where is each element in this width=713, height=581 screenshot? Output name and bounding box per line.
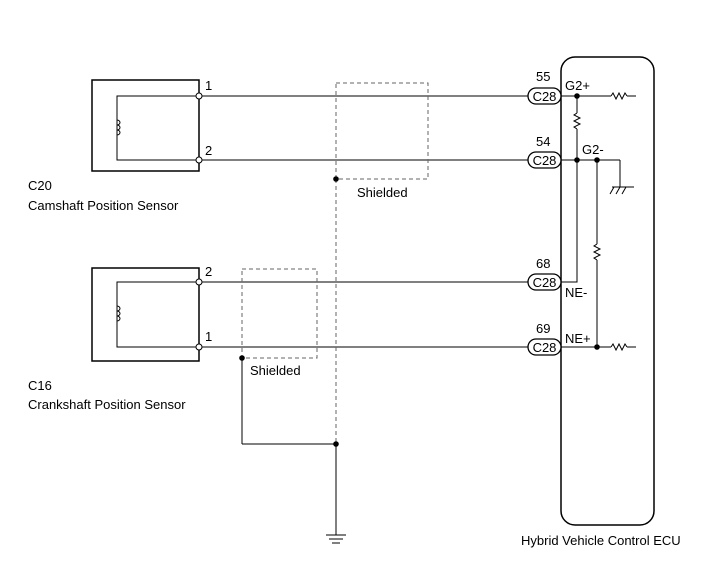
crankshaft-terminal-2 <box>195 278 203 286</box>
ecu-pin-number: 68 <box>536 256 550 271</box>
crankshaft-sensor-code: C16 <box>28 378 52 393</box>
camshaft-coil-icon <box>116 119 121 136</box>
connector-code: C28 <box>533 153 557 168</box>
ecu-connector-69: C28 69 <box>527 321 562 356</box>
ecu-pin-number: 54 <box>536 134 550 149</box>
connector-code: C28 <box>533 89 557 104</box>
signal-ne-plus: NE+ <box>565 331 591 346</box>
crankshaft-pin-2-label: 2 <box>205 264 212 279</box>
shield-lower-box <box>241 268 318 359</box>
camshaft-sensor-inner-wire <box>116 95 199 161</box>
camshaft-sensor-code: C20 <box>28 178 52 193</box>
shield-upper-box <box>335 82 429 180</box>
signal-g2-plus: G2+ <box>565 78 590 93</box>
ecu-connector-54: C28 54 <box>527 134 562 169</box>
signal-ne-minus: NE- <box>565 285 587 300</box>
crankshaft-sensor-box <box>91 267 200 362</box>
ecu-connector-55: C28 55 <box>527 69 562 105</box>
shield-drain-junction <box>333 441 339 447</box>
camshaft-sensor-name: Camshaft Position Sensor <box>28 198 179 213</box>
camshaft-terminal-1 <box>195 92 203 100</box>
ecu-pin-number: 55 <box>536 69 550 84</box>
shield-upper: Shielded <box>335 82 429 200</box>
crankshaft-sensor-name: Crankshaft Position Sensor <box>28 397 186 412</box>
shield-lower-label: Shielded <box>250 363 301 378</box>
crankshaft-sensor-inner-wire <box>116 281 199 348</box>
ecu-internal-circuit <box>561 91 636 352</box>
shield-upper-junction <box>333 176 339 182</box>
camshaft-terminal-2 <box>195 156 203 164</box>
shield-lower: Shielded <box>241 268 318 378</box>
ecu-connector-68: C28 68 <box>527 256 562 291</box>
ecu-name: Hybrid Vehicle Control ECU <box>521 533 681 548</box>
ecu-box <box>560 56 655 526</box>
shield-upper-label: Shielded <box>357 185 408 200</box>
signal-g2-minus: G2- <box>582 142 604 157</box>
shield-drain-wires <box>239 176 339 535</box>
connector-code: C28 <box>533 275 557 290</box>
camshaft-sensor: 1 2 C20 Camshaft Position Sensor <box>28 78 212 213</box>
connector-code: C28 <box>533 340 557 355</box>
crankshaft-terminal-1 <box>195 343 203 351</box>
shield-lower-junction <box>239 355 245 361</box>
crankshaft-coil-icon <box>116 305 121 322</box>
crankshaft-sensor: 2 1 C16 Crankshaft Position Sensor <box>28 264 212 412</box>
ground-icon <box>326 534 346 544</box>
camshaft-pin-2-label: 2 <box>205 143 212 158</box>
ecu-pin-number: 69 <box>536 321 550 336</box>
ecu-ground-icon <box>609 186 634 195</box>
camshaft-pin-1-label: 1 <box>205 78 212 93</box>
ecu: Hybrid Vehicle Control ECU C28 55 C28 54… <box>521 56 681 548</box>
signal-wires <box>202 95 528 348</box>
camshaft-sensor-box <box>91 79 200 172</box>
crankshaft-pin-1-label: 1 <box>205 329 212 344</box>
